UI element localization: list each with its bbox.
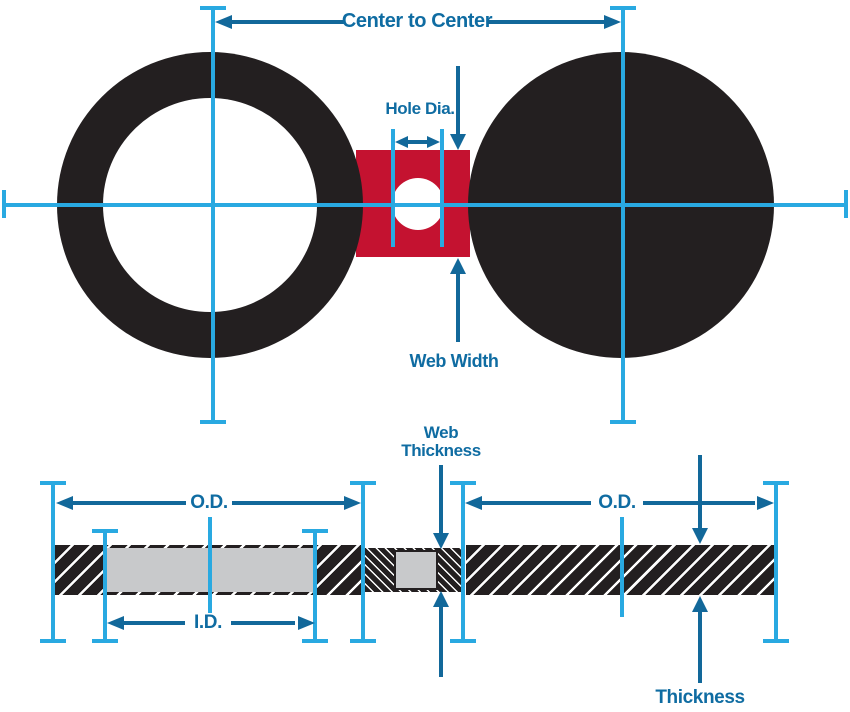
od-right-bracket-left-cap-top xyxy=(450,481,476,485)
id-arrowhead-left-icon xyxy=(107,616,124,630)
right-vertical-centerline xyxy=(621,8,625,423)
web-width-arrowhead-down-icon xyxy=(450,134,466,150)
right-vertical-centerline-cap-bottom xyxy=(610,420,636,424)
web-thickness-label-line2: Thickness xyxy=(401,441,481,460)
web-width-label: Web Width xyxy=(409,351,499,371)
id-label: I.D. xyxy=(194,612,222,633)
od-right-label: O.D. xyxy=(598,492,636,513)
id-shaft-right xyxy=(231,621,295,625)
od-left-bracket-right xyxy=(361,483,365,641)
od-left-bracket-right-cap-bottom xyxy=(350,639,376,643)
od-left-shaft-left xyxy=(71,501,186,505)
horizontal-centerline xyxy=(4,203,846,207)
web-thickness-arrowhead-up-icon xyxy=(433,591,449,607)
left-vertical-centerline xyxy=(211,8,215,423)
od-left-label: O.D. xyxy=(190,492,228,513)
center-to-center-shaft-right xyxy=(488,20,606,24)
od-left-arrowhead-left-icon xyxy=(56,496,73,510)
od-left-bracket-left-cap-top xyxy=(40,481,66,485)
web-width-arrowhead-up-icon xyxy=(450,258,466,274)
web-section-hole xyxy=(394,550,438,590)
horizontal-centerline-right-tick xyxy=(844,190,848,218)
thickness-top-shaft xyxy=(698,455,702,529)
web-width-bottom-shaft xyxy=(456,272,460,342)
hole-dia-arrowhead-left-icon xyxy=(395,136,408,148)
right-plate-centerline xyxy=(620,517,624,617)
web-thickness-bottom-shaft xyxy=(439,605,443,677)
id-bracket-right-cap-top xyxy=(302,529,328,533)
web-thickness-label-line1: Web xyxy=(423,423,459,442)
thickness-arrowhead-up-icon xyxy=(692,596,708,612)
center-to-center-arrowhead-right-icon xyxy=(604,15,621,29)
web-width-top-shaft xyxy=(456,66,460,136)
hole-dia-label: Hole Dia. xyxy=(385,99,455,118)
od-left-shaft-right xyxy=(232,501,346,505)
hole-dia-extension-left xyxy=(391,129,395,247)
left-vertical-centerline-cap-bottom xyxy=(200,420,226,424)
hole-dia-extension-right xyxy=(440,129,444,247)
web-thickness-top-shaft xyxy=(439,465,443,535)
id-bracket-left xyxy=(103,531,107,641)
left-plate-centerline xyxy=(208,517,212,613)
od-right-bracket-left-cap-bottom xyxy=(450,639,476,643)
od-left-arrowhead-right-icon xyxy=(344,496,361,510)
od-right-arrowhead-left-icon xyxy=(465,496,482,510)
id-shaft-left xyxy=(121,621,185,625)
od-left-bracket-right-cap-top xyxy=(350,481,376,485)
horizontal-centerline-left-tick xyxy=(2,190,6,218)
hole-dia-shaft xyxy=(406,140,429,144)
center-to-center-shaft-left xyxy=(229,20,344,24)
id-arrowhead-right-icon xyxy=(298,616,315,630)
od-right-arrowhead-right-icon xyxy=(757,496,774,510)
web-thickness-arrowhead-down-icon xyxy=(433,533,449,549)
od-left-bracket-left-cap-bottom xyxy=(40,639,66,643)
od-right-bracket-right-cap-bottom xyxy=(763,639,789,643)
right-vertical-centerline-cap-top xyxy=(610,6,636,10)
thickness-arrowhead-down-icon xyxy=(692,528,708,544)
center-to-center-arrowhead-left-icon xyxy=(215,15,232,29)
id-bracket-right xyxy=(313,531,317,641)
od-right-bracket-right-cap-top xyxy=(763,481,789,485)
id-bracket-left-cap-top xyxy=(92,529,118,533)
od-left-bracket-left xyxy=(51,483,55,641)
left-vertical-centerline-cap-top xyxy=(200,6,226,10)
od-right-bracket-right xyxy=(774,483,778,641)
od-right-shaft-left xyxy=(480,501,591,505)
id-bracket-right-cap-bottom xyxy=(302,639,328,643)
center-to-center-label: Center to Center xyxy=(341,10,493,32)
id-bracket-left-cap-bottom xyxy=(92,639,118,643)
od-right-bracket-left xyxy=(461,483,465,641)
thickness-label: Thickness xyxy=(655,687,745,708)
hole-dia-arrowhead-right-icon xyxy=(427,136,440,148)
thickness-bottom-shaft xyxy=(698,610,702,683)
